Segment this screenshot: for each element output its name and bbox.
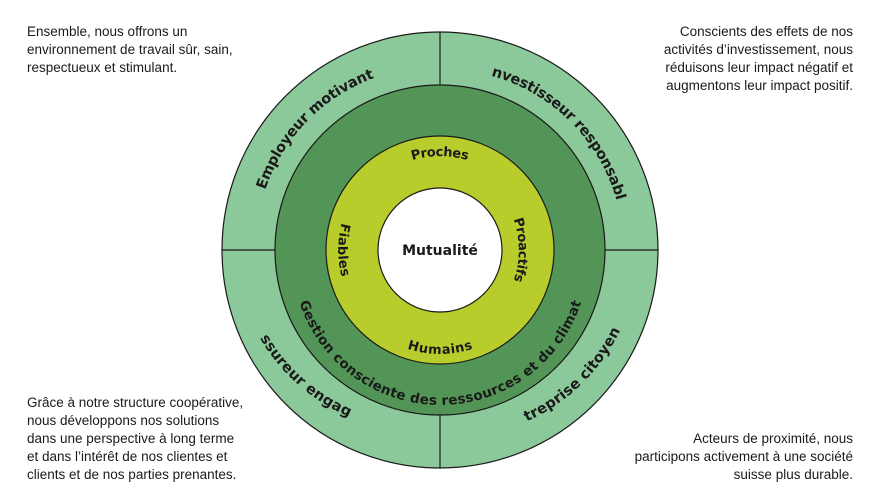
description-line: participons activement à une société — [634, 449, 853, 464]
description-citizen: Acteurs de proximité, nous participons a… — [635, 430, 853, 484]
description-line: nous développons nos solutions — [27, 413, 220, 428]
description-line: augmentons leur impact positif. — [666, 78, 853, 93]
description-line: clients et de nos parties prenantes. — [27, 467, 237, 482]
description-line: Ensemble, nous offrons un — [27, 24, 188, 39]
inner-label-humains-text: Humains — [406, 338, 474, 358]
description-line: Acteurs de proximité, nous — [693, 431, 853, 446]
description-line: activités d’investissement, nous — [663, 42, 853, 57]
description-line: suisse plus durable. — [733, 467, 853, 482]
inner-label-proactifs-text: Proactifs — [510, 216, 530, 284]
description-line: environnement de travail sûr, sain, — [27, 42, 233, 57]
inner-label-fiables-text: Fiables — [334, 222, 352, 278]
inner-label-fiables: Fiables — [334, 222, 352, 278]
description-line: Conscients des effets de nos — [679, 24, 853, 39]
inner-label-proches: Proches — [410, 145, 471, 164]
description-investor: Conscients des effets de nos activités d… — [664, 23, 853, 95]
inner-label-humains: Humains — [406, 338, 474, 358]
center-label: Mutualité — [402, 243, 478, 259]
description-line: dans une perspective à long terme — [27, 431, 235, 446]
description-line: et dans l’intérêt de nos clientes et — [27, 449, 228, 464]
description-insurer: Grâce à notre structure coopérative, nou… — [27, 394, 243, 484]
description-line: réduisons leur impact négatif et — [665, 60, 853, 75]
description-line: respectueux et stimulant. — [27, 60, 178, 75]
inner-label-proactifs: Proactifs — [510, 216, 530, 284]
inner-label-proches-text: Proches — [410, 145, 471, 164]
description-line: Grâce à notre structure coopérative, — [27, 395, 244, 410]
center-circle — [377, 187, 503, 313]
description-employer: Ensemble, nous offrons un environnement … — [27, 23, 233, 77]
